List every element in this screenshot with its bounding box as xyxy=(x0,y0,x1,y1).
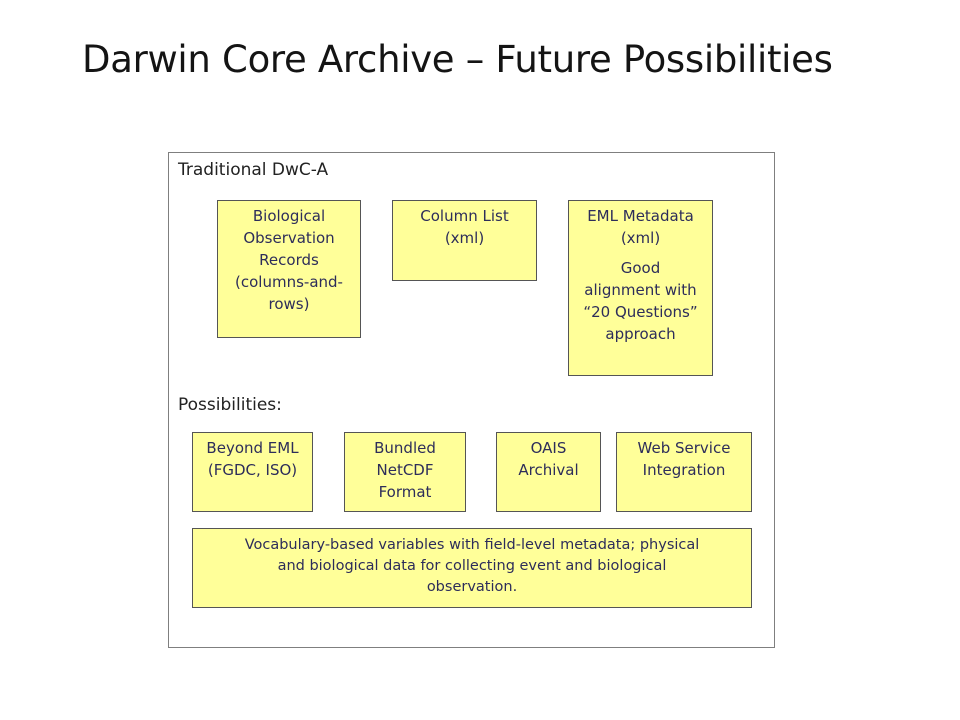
box-line: Web Service xyxy=(637,439,731,457)
box-line: Beyond EML xyxy=(206,439,299,457)
box-line: Vocabulary-based variables with field-le… xyxy=(244,537,700,553)
box-line: Records xyxy=(259,251,319,269)
box-line: Biological xyxy=(252,207,326,225)
box-line: Archival xyxy=(518,461,579,479)
column-list-box: Column List (xml) xyxy=(392,200,537,281)
box-line: Format xyxy=(378,483,432,501)
box-line: OAIS xyxy=(530,439,567,457)
box-line: Column List xyxy=(420,207,509,225)
oais-archival-box: OAIS Archival xyxy=(496,432,601,512)
biological-records-box: Biological Observation Records (columns-… xyxy=(217,200,361,338)
box-note-line: alignment with xyxy=(584,281,697,299)
box-line: (xml) xyxy=(444,229,485,247)
box-line: NetCDF xyxy=(376,461,434,479)
box-line: and biological data for collecting event… xyxy=(277,558,667,574)
box-line: rows) xyxy=(268,295,310,313)
box-note-line: Good xyxy=(620,259,661,277)
possibilities-label: Possibilities: xyxy=(178,395,282,415)
box-line: EML Metadata xyxy=(587,207,694,225)
web-service-box: Web Service Integration xyxy=(616,432,752,512)
box-line: Bundled xyxy=(374,439,436,457)
box-line: observation. xyxy=(426,579,518,595)
beyond-eml-box: Beyond EML (FGDC, ISO) xyxy=(192,432,313,512)
box-line: Observation xyxy=(243,229,335,247)
bundled-netcdf-box: Bundled NetCDF Format xyxy=(344,432,466,512)
box-line: (columns-and- xyxy=(235,273,343,291)
eml-metadata-box: EML Metadata (xml) Good alignment with “… xyxy=(568,200,713,376)
box-line: Integration xyxy=(642,461,726,479)
box-line: (FGDC, ISO) xyxy=(207,461,298,479)
vocabulary-box: Vocabulary-based variables with field-le… xyxy=(192,528,752,608)
dwca-container xyxy=(168,152,775,648)
slide-title: Darwin Core Archive – Future Possibiliti… xyxy=(82,38,833,81)
traditional-label: Traditional DwC-A xyxy=(178,160,329,180)
box-line: (xml) xyxy=(620,229,661,247)
box-note-line: “20 Questions” xyxy=(583,303,698,321)
box-note-line: approach xyxy=(605,325,676,343)
